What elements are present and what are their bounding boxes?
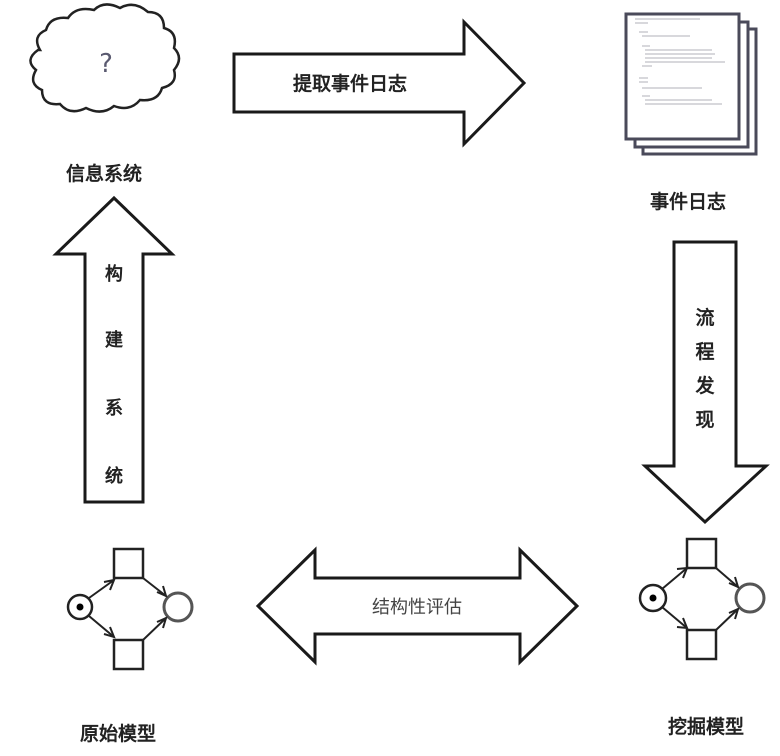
node-label-mined-model: 挖掘模型 bbox=[668, 715, 744, 738]
code-lines bbox=[635, 18, 725, 105]
edge-label-build-system-2: 建 bbox=[105, 329, 123, 351]
edge-label-build-system-3: 系 bbox=[105, 398, 123, 419]
edge-label-build-system-1: 构 bbox=[105, 263, 123, 285]
node-label-information-system: 信息系统 bbox=[66, 162, 142, 185]
question-mark: ? bbox=[99, 49, 113, 79]
edge-label-process-discovery-3: 发 bbox=[694, 374, 715, 397]
extract-event-log-arrow: 提取事件日志 bbox=[232, 18, 527, 148]
node-label-event-log: 事件日志 bbox=[650, 190, 726, 213]
edge-label-structural-evaluation: 结构性评估 bbox=[372, 597, 462, 618]
cloud-icon: ? bbox=[29, 3, 181, 113]
petri-net-icon bbox=[638, 537, 766, 661]
edge-label-process-discovery-2: 程 bbox=[695, 341, 714, 363]
structural-evaluation-arrow: 结构性评估 bbox=[255, 546, 580, 666]
edge-label-extract-event-log: 提取事件日志 bbox=[293, 72, 407, 95]
edge-label-process-discovery-4: 现 bbox=[695, 409, 714, 431]
document-stack-icon bbox=[624, 12, 758, 156]
petri-net-icon bbox=[66, 547, 194, 671]
edge-label-build-system-4: 统 bbox=[105, 465, 123, 487]
process-discovery-arrow: 流 程 发 现 bbox=[641, 240, 770, 525]
edge-label-process-discovery-1: 流 bbox=[695, 306, 714, 329]
build-system-arrow: 构 建 系 统 bbox=[52, 195, 176, 504]
node-label-original-model: 原始模型 bbox=[80, 722, 156, 745]
